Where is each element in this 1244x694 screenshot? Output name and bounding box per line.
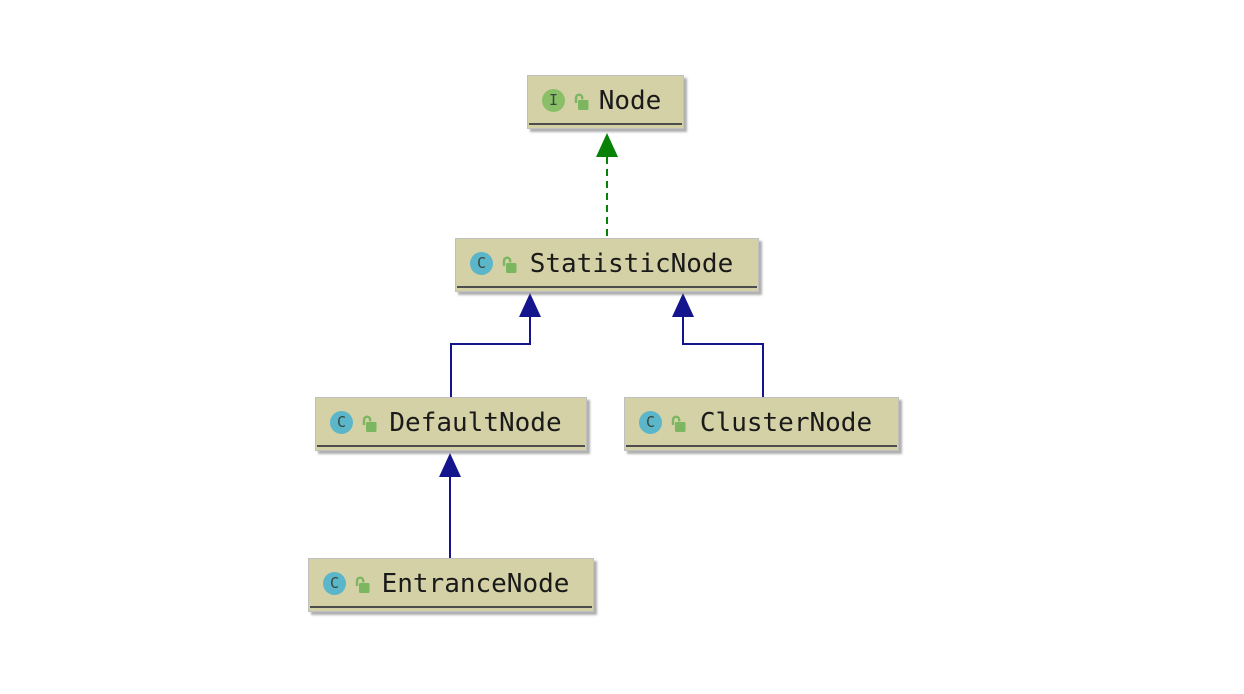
class-node-statisticnode[interactable]: C StatisticNode [455, 238, 759, 292]
class-badge-icon: C [323, 571, 346, 595]
node-label: EntranceNode [381, 568, 570, 599]
extends-edge-line [682, 317, 764, 397]
node-label: DefaultNode [389, 407, 562, 438]
class-node-node[interactable]: I Node [527, 75, 684, 129]
open-lock-icon [671, 415, 686, 432]
class-node-entrancenode[interactable]: C EntranceNode [308, 558, 594, 612]
open-lock-icon [502, 256, 517, 273]
extends-arrowhead-icon [672, 293, 694, 317]
class-node-defaultnode[interactable]: C DefaultNode [315, 397, 587, 451]
open-lock-icon [574, 93, 589, 110]
implements-arrowhead-icon [596, 133, 618, 157]
node-label: ClusterNode [699, 407, 873, 438]
interface-badge-icon: I [542, 88, 565, 112]
edge-entrancenode-extends-defaultnode [439, 453, 461, 558]
extends-arrowhead-icon [519, 293, 541, 317]
edge-defaultnode-extends-statisticnode [450, 293, 541, 397]
edge-statisticnode-implements-node [596, 133, 618, 238]
extends-arrowhead-icon [439, 453, 461, 477]
open-lock-icon [362, 415, 377, 432]
node-label: Node [598, 85, 662, 116]
class-badge-icon: C [639, 410, 662, 434]
class-badge-icon: C [470, 251, 493, 275]
extends-edge-line [450, 317, 531, 397]
class-badge-icon: C [330, 410, 353, 434]
node-label: StatisticNode [529, 248, 734, 279]
edge-clusternode-extends-statisticnode [672, 293, 764, 397]
class-node-clusternode[interactable]: C ClusterNode [624, 397, 899, 451]
open-lock-icon [355, 576, 370, 593]
